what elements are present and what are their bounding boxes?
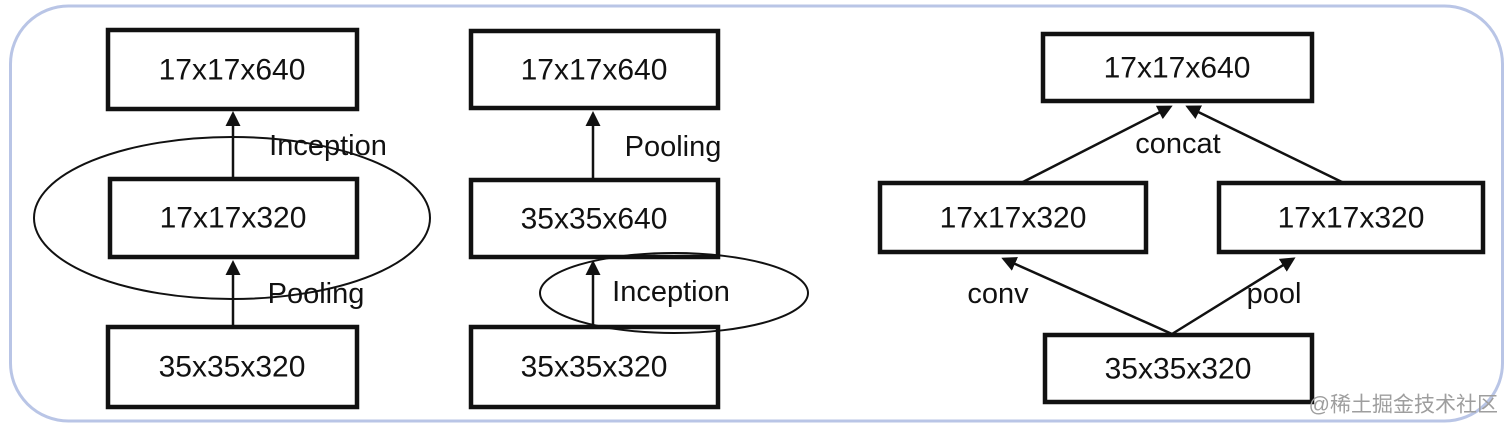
edge-label-inception: Inception — [612, 276, 730, 308]
edge-label-conv: conv — [967, 278, 1029, 310]
arrow-midright-to-top — [1185, 105, 1347, 186]
arrow-bottom-to-midleft — [1001, 257, 1173, 336]
edge-label-inception: Inception — [269, 130, 387, 162]
node-label: 35x35x640 — [521, 203, 668, 236]
diagram-right: 17x17x640 17x17x320 17x17x320 35x35x320 … — [877, 31, 1486, 405]
arrow-midleft-to-top — [1018, 105, 1173, 186]
edge-label-concat: concat — [1135, 128, 1220, 160]
node-box-mid-left — [877, 180, 1149, 255]
node-label: 17x17x640 — [521, 54, 668, 87]
highlight-ellipse — [539, 252, 809, 334]
node-label: 35x35x320 — [1105, 353, 1252, 386]
edge-label-pooling: Pooling — [268, 278, 365, 310]
node-label: 17x17x320 — [1278, 202, 1425, 235]
node-box-bottom — [105, 324, 360, 410]
node-box-middle — [107, 176, 360, 260]
node-box-mid-right — [1216, 180, 1486, 255]
watermark: @稀土掘金技术社区 — [1309, 394, 1498, 417]
node-box-bottom — [468, 324, 721, 410]
node-box-middle — [468, 177, 721, 260]
edge-label-pool: pool — [1247, 278, 1302, 310]
node-label: 17x17x320 — [940, 202, 1087, 235]
node-label: 35x35x320 — [521, 351, 668, 384]
node-box-top — [1040, 31, 1315, 104]
node-label: 17x17x640 — [1104, 52, 1251, 85]
node-label: 17x17x320 — [160, 202, 307, 235]
edge-label-pooling: Pooling — [625, 131, 722, 163]
node-box-bottom — [1042, 332, 1315, 405]
diagram-left: 17x17x640 17x17x320 35x35x320 Inception … — [33, 27, 431, 410]
node-box-top — [105, 27, 360, 112]
node-label: 35x35x320 — [159, 351, 306, 384]
rounded-frame-border — [9, 4, 1504, 423]
node-box-top — [468, 28, 721, 111]
diagram-middle: 17x17x640 35x35x640 35x35x320 Pooling In… — [468, 28, 809, 410]
arrow-bottom-to-midright — [1171, 257, 1296, 336]
node-label: 17x17x640 — [159, 54, 306, 87]
